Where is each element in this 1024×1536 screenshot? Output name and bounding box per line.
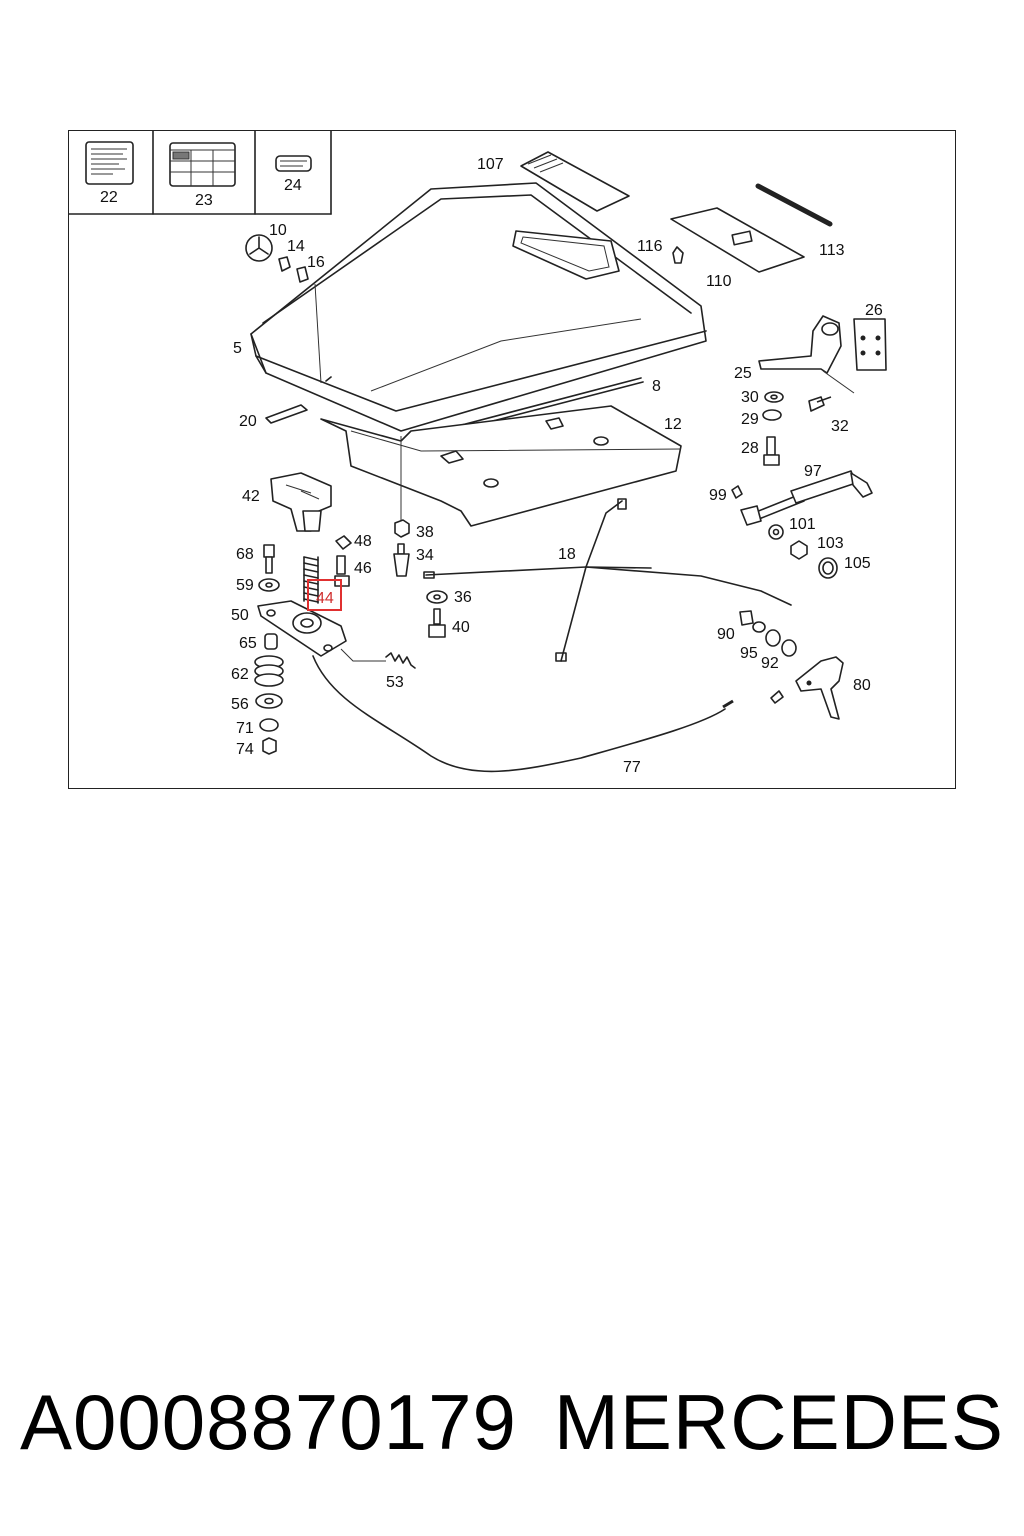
- rod-113-icon: [755, 183, 833, 227]
- label-10: 10: [269, 222, 287, 239]
- nut-74-icon: [262, 737, 277, 755]
- label-95: 95: [740, 645, 758, 662]
- label-74: 74: [236, 741, 254, 758]
- label-56: 56: [231, 696, 249, 713]
- label-77: 77: [623, 759, 641, 776]
- washer-29-icon: [762, 409, 782, 421]
- washer-30-icon: [764, 391, 784, 403]
- label-46: 46: [354, 560, 372, 577]
- washer-101-icon: [768, 524, 784, 540]
- sticker-23-icon: [169, 142, 236, 187]
- label-59: 59: [236, 577, 254, 594]
- spring-53-icon: [385, 652, 416, 669]
- label-80: 80: [853, 677, 871, 694]
- label-50: 50: [231, 607, 249, 624]
- label-48: 48: [354, 533, 372, 550]
- label-101: 101: [789, 516, 816, 533]
- label-92: 92: [761, 655, 779, 672]
- footer-caption: A0008870179 MERCEDES: [20, 1372, 1004, 1472]
- label-23: 23: [195, 192, 213, 209]
- buffer-34-icon: [397, 543, 405, 555]
- hinge-25-icon: [758, 315, 842, 374]
- label-5: 5: [233, 340, 242, 357]
- washer-59-icon: [258, 578, 280, 592]
- label-105: 105: [844, 555, 871, 572]
- label-12: 12: [664, 416, 682, 433]
- label-90: 90: [717, 626, 735, 643]
- nut-14-icon: [278, 256, 291, 272]
- strip-20-icon: [265, 404, 308, 424]
- parts-diagram: 22 23 24 107 10 14 16 116 110 113 5 26 2…: [69, 131, 887, 776]
- plate-26-icon: [853, 318, 887, 371]
- brand-name: MERCEDES: [553, 1377, 1004, 1466]
- insulation-12-icon: [320, 405, 682, 527]
- label-116: 116: [637, 238, 663, 255]
- label-40: 40: [452, 619, 470, 636]
- bolt-28-icon: [766, 436, 776, 456]
- cable-18-icon: [423, 498, 792, 662]
- label-16: 16: [307, 254, 325, 271]
- label-24: 24: [284, 177, 302, 194]
- clip-48-icon: [335, 535, 352, 550]
- label-38: 38: [416, 524, 434, 541]
- inset-boxes: [69, 131, 332, 215]
- label-62: 62: [231, 666, 249, 683]
- label-113: 113: [819, 242, 845, 259]
- label-110: 110: [706, 273, 732, 290]
- label-22: 22: [100, 189, 118, 206]
- label-25: 25: [734, 365, 752, 382]
- label-36: 36: [454, 589, 472, 606]
- label-28: 28: [741, 440, 759, 457]
- label-42: 42: [242, 488, 260, 505]
- cap-105-icon: [818, 557, 838, 579]
- washer-92-icon: [781, 639, 797, 657]
- lock-42-icon: [270, 472, 332, 532]
- label-99: 99: [709, 487, 727, 504]
- label-71: 71: [236, 720, 254, 737]
- label-34: 34: [416, 547, 434, 564]
- label-32: 32: [831, 418, 849, 435]
- sticker-22-icon: [85, 141, 134, 185]
- washer-95-icon: [765, 629, 781, 647]
- screw-32-icon: [808, 396, 832, 412]
- cable-77-icon: [312, 655, 726, 773]
- nut-103-icon: [790, 540, 808, 560]
- label-14: 14: [287, 238, 305, 255]
- washer-56-icon: [255, 693, 283, 709]
- pad-107-icon: [520, 151, 630, 212]
- label-97: 97: [804, 463, 822, 480]
- sticker-24-icon: [275, 155, 312, 172]
- part-labels: 22 23 24 107 10 14 16 116 110 113 5 26 2…: [100, 156, 883, 776]
- nut-71-icon: [259, 718, 279, 732]
- label-107: 107: [477, 156, 504, 173]
- label-29: 29: [741, 411, 759, 428]
- clip-16-icon: [296, 266, 309, 283]
- highlight-box-44: [307, 579, 342, 611]
- bolt-40-icon: [433, 608, 441, 625]
- label-68: 68: [236, 546, 254, 563]
- label-65: 65: [239, 635, 257, 652]
- part-number: A0008870179: [20, 1377, 517, 1466]
- label-26: 26: [865, 302, 883, 319]
- label-20: 20: [239, 413, 257, 430]
- label-18: 18: [558, 546, 576, 563]
- hood-panel-icon: [250, 182, 707, 432]
- bolt-68-icon: [263, 544, 275, 558]
- nut-38-icon: [394, 519, 410, 538]
- label-44: 44: [316, 590, 334, 607]
- parts-diagram-frame: 22 23 24 107 10 14 16 116 110 113 5 26 2…: [68, 130, 956, 789]
- label-103: 103: [817, 535, 844, 552]
- clip-116-icon: [672, 246, 684, 264]
- bushing-65-icon: [264, 633, 278, 650]
- bolt-90-icon: [739, 610, 754, 626]
- clip-99-icon: [731, 485, 743, 499]
- bolt-46-icon: [336, 555, 346, 575]
- handle-80-icon: [795, 656, 844, 720]
- label-30: 30: [741, 389, 759, 406]
- label-53: 53: [386, 674, 404, 691]
- label-8: 8: [652, 378, 661, 395]
- washer-36-icon: [426, 590, 448, 604]
